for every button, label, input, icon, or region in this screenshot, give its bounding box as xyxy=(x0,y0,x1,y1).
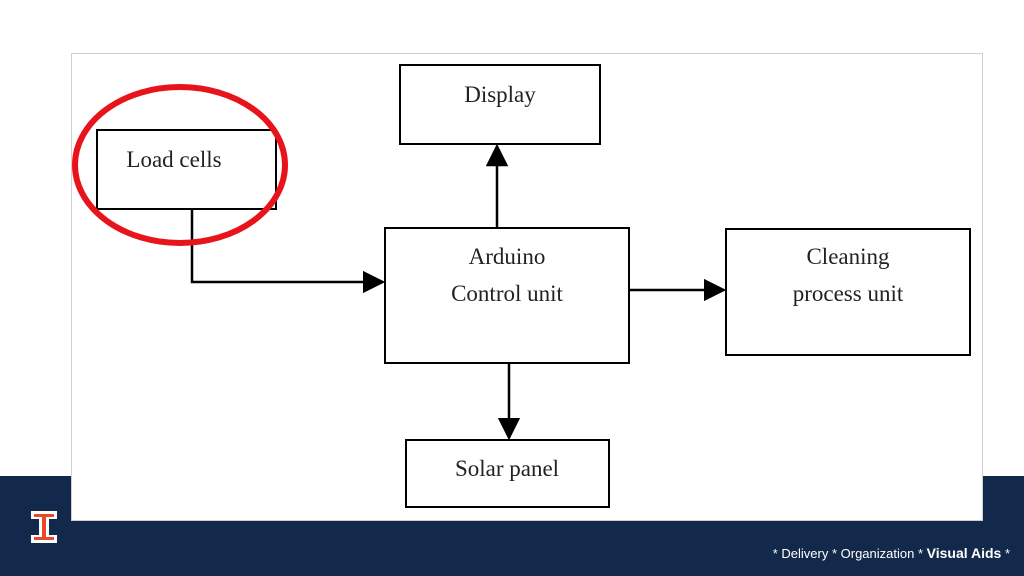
node-solar-label: Solar panel xyxy=(455,456,559,481)
node-load-cells-label: Load cells xyxy=(126,147,221,172)
node-display: Display xyxy=(399,64,601,145)
footer-emphasis: Visual Aids xyxy=(926,545,1002,561)
footer-prefix: * Delivery * Organization * xyxy=(772,546,927,561)
node-arduino-line2: Control unit xyxy=(451,281,563,306)
block-diagram: Display Load cells Arduino Control unit … xyxy=(72,64,971,508)
node-solar: Solar panel xyxy=(405,439,610,508)
university-logo-icon xyxy=(31,511,57,543)
node-arduino-line1: Arduino xyxy=(469,244,546,269)
edge-load-cells-to-arduino xyxy=(190,209,386,294)
diagram-panel: Display Load cells Arduino Control unit … xyxy=(71,53,983,521)
footer-caption: * Delivery * Organization * Visual Aids … xyxy=(773,545,1010,561)
highlight-circle xyxy=(72,84,288,246)
node-cleaning-line1: Cleaning xyxy=(806,244,890,269)
node-load-cells: Load cells xyxy=(96,129,277,210)
node-display-label: Display xyxy=(464,82,536,107)
node-cleaning-line2: process unit xyxy=(793,281,904,306)
node-cleaning: Cleaning process unit xyxy=(725,228,971,356)
node-arduino: Arduino Control unit xyxy=(384,227,630,364)
footer-suffix: * xyxy=(1001,546,1010,561)
